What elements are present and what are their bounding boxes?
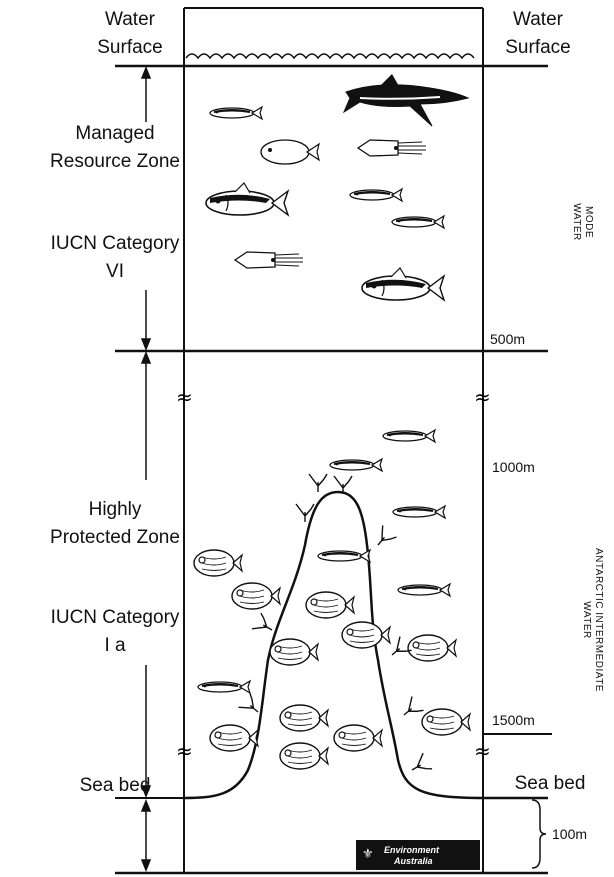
orange-roughy-icon [334,725,382,751]
fish-icon [318,550,370,562]
managed-zone-arrow [142,68,150,349]
protected-zone-arrow [142,353,150,796]
break-mark-right-lower: ≈ [474,739,491,763]
buffer-arrow [142,801,150,870]
depth-1500m-label: 1500m [492,712,535,728]
mode-water-label: MODE WATER [570,192,594,252]
fish-icon [206,183,288,215]
fish-icon [393,506,445,518]
orange-roughy-icon [280,705,328,731]
fish-icon [350,189,402,201]
fish-icon [330,459,382,471]
coral-icon [371,525,396,550]
logo-line1: Environment [384,845,439,855]
fish-icon [362,268,444,300]
water-surface-label-right: Water Surface [498,6,578,62]
managed-zone-iucn-label: IUCN Category VI [50,230,180,286]
sea-bed-label-right: Sea bed [500,770,600,798]
sea-bed-label-left: Sea bed [60,772,170,800]
orange-roughy-icon [306,592,354,618]
orange-roughy-icon [408,635,456,661]
antarctic-water-label: ANTARCTIC INTERMEDIATE WATER [580,540,604,700]
coral-icon [309,474,327,492]
shark-icon [344,74,468,126]
logo-line2: Australia [394,856,433,866]
fish-icon [210,107,262,119]
orange-roughy-icon [232,583,280,609]
orange-roughy-icon [422,709,470,735]
squid-icon [235,252,303,268]
depth-1000m-label: 1000m [492,459,535,475]
fish-icon [392,216,444,228]
orange-roughy-icon [280,743,328,769]
australian-crest-icon: ⚜ [362,846,374,862]
break-mark-right-upper: ≈ [474,385,491,409]
buffer-brace [532,800,546,868]
water-surface-label-left: Water Surface [90,6,170,62]
coral-icon [252,613,277,638]
squid-icon [358,140,426,156]
depth-100m-label: 100m [552,826,587,842]
orange-roughy-icon [342,622,390,648]
orange-roughy-icon [194,550,242,576]
fish-icon [398,584,450,596]
orange-roughy-icon [270,639,318,665]
protected-zone-iucn-label: IUCN Category I a [50,604,180,660]
fish-icon [198,681,250,693]
fish-icon [261,140,319,164]
water-surface-waves [186,54,474,58]
break-mark-left-upper: ≈ [176,385,193,409]
break-mark-left-lower: ≈ [176,739,193,763]
protected-zone-label: Highly Protected Zone [50,496,180,552]
depth-500m-label: 500m [490,331,525,347]
orange-roughy-icon [210,725,258,751]
coral-icon [398,697,423,722]
environment-australia-logo: ⚜ Environment Australia [356,840,480,870]
managed-zone-label: Managed Resource Zone [50,120,180,176]
coral-icon [408,753,433,778]
fish-icon [383,430,435,442]
